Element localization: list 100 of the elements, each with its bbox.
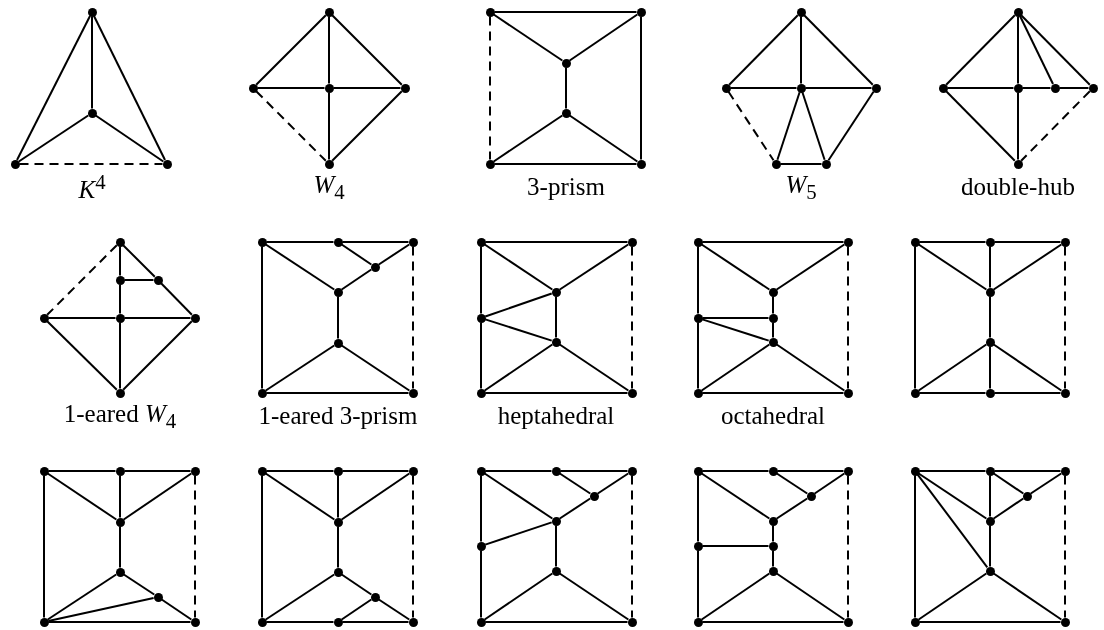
graph-edge [558,572,630,621]
graph-edge [827,90,875,162]
graph-edge [160,282,193,316]
vertex-dot [333,567,343,577]
vertex-dot [693,388,703,398]
vertex-dot [768,566,778,576]
vertex-dot [370,262,380,272]
dashed-graph-edge [847,474,849,619]
graph-edge [265,621,335,623]
graph-edge [484,392,629,394]
vertex-dot [796,7,806,17]
vertex-dot [768,541,778,551]
graph-edge [377,598,411,621]
vertex-dot [153,592,163,602]
graph-edge [992,243,1063,291]
vertex-dot [333,237,343,247]
vertex-dot [693,237,703,247]
graph-edge [255,14,327,86]
graph-edge [265,241,335,243]
graph-name-label: 3-prism [527,173,605,201]
graph-edge [47,317,117,319]
vertex-dot [561,108,571,118]
vertex-dot [333,466,343,476]
vertex-dot [721,83,731,93]
graph-edge [119,283,121,315]
vertex-dot [115,275,125,285]
vertex-dot [115,313,125,323]
graph-edge [265,470,335,472]
vertex-dot [985,566,995,576]
vertex-dot [39,617,49,627]
graph-edge [992,343,1063,392]
graph-edge [697,474,699,543]
graph-edge [328,91,330,161]
graph-edge [328,15,330,85]
vertex-dot [333,617,343,627]
dashed-graph-edge [1064,245,1066,390]
vertex-dot [115,388,125,398]
graph-edge [989,474,991,518]
vertex-dot [910,617,920,627]
graph-edge [804,87,873,89]
graph-edge [918,470,987,472]
vertex-dot [551,287,561,297]
graph-edge [701,470,770,472]
graph-edge [493,163,638,165]
vertex-dot [1060,388,1070,398]
vertex-dot [627,237,637,247]
dashed-graph-edge [1064,474,1066,619]
graph-edge [918,621,1062,623]
graph-edge [772,524,774,543]
graph-edge [122,320,193,391]
vertex-dot [1013,83,1023,93]
graph-edge [16,15,91,161]
graph-edge [917,472,988,520]
vertex-dot [408,237,418,247]
graph-name-label: double-hub [961,173,1075,201]
graph-edge [701,241,845,243]
graph-edge [119,245,121,277]
graph-edge [340,243,373,266]
graph-edge [341,621,410,623]
vertex-dot [985,516,995,526]
graph-edge [340,344,411,392]
graph-edge [484,521,553,546]
graph-edge [813,472,846,495]
graph-edge [160,598,193,621]
vertex-dot [190,313,200,323]
vertex-dot [1013,159,1023,169]
graph-edge [480,549,482,619]
graph-edge [47,621,192,623]
vertex-dot [843,388,853,398]
vertex-dot [636,7,646,17]
graph-edge [697,245,699,315]
graph-edge [480,474,482,543]
graph-edge [484,621,629,623]
graph-edge [700,243,771,291]
vertex-dot [910,466,920,476]
vertex-dot [627,388,637,398]
vertex-dot [821,159,831,169]
graph-edge [697,321,699,390]
graph-edge [119,474,121,519]
graph-name-label: 1-eared 3-prism [258,402,418,430]
graph-edge [91,15,93,110]
graph-edge [261,245,263,390]
vertex-dot [843,617,853,627]
graph-edge [772,295,774,315]
vertex-dot [1060,466,1070,476]
graph-edge [492,114,564,163]
graph-edge [916,473,989,569]
graph-edge [1021,87,1052,89]
graph-edge [484,241,629,243]
graph-edge [480,321,482,390]
dashed-graph-edge [727,90,775,162]
graph-edge [989,345,991,390]
graph-edge [992,497,1025,520]
graph-edge [1019,15,1054,85]
vertex-dot [476,388,486,398]
graph-edge [492,13,564,62]
graph-edge [946,87,1015,89]
graph-edge [776,91,801,161]
graph-edge [558,497,592,520]
vertex-dot [485,159,495,169]
